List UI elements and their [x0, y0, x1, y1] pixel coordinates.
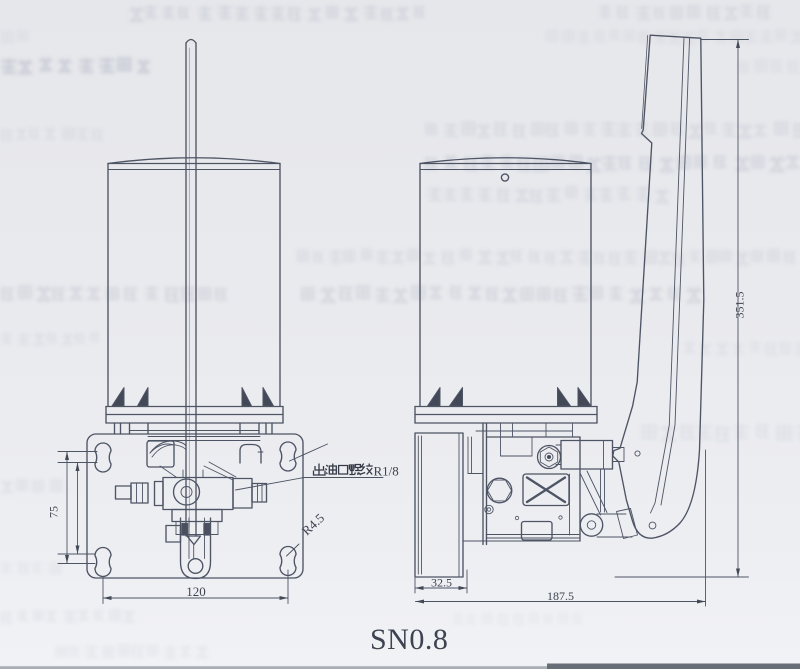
svg-text:351.5: 351.5	[733, 292, 747, 319]
svg-text:75: 75	[47, 506, 61, 518]
svg-text:R1/8: R1/8	[374, 464, 399, 479]
svg-text:32.5: 32.5	[431, 576, 452, 590]
svg-text:187.5: 187.5	[547, 589, 574, 603]
svg-text:120: 120	[186, 584, 206, 599]
svg-text:SN0.8: SN0.8	[370, 623, 448, 656]
